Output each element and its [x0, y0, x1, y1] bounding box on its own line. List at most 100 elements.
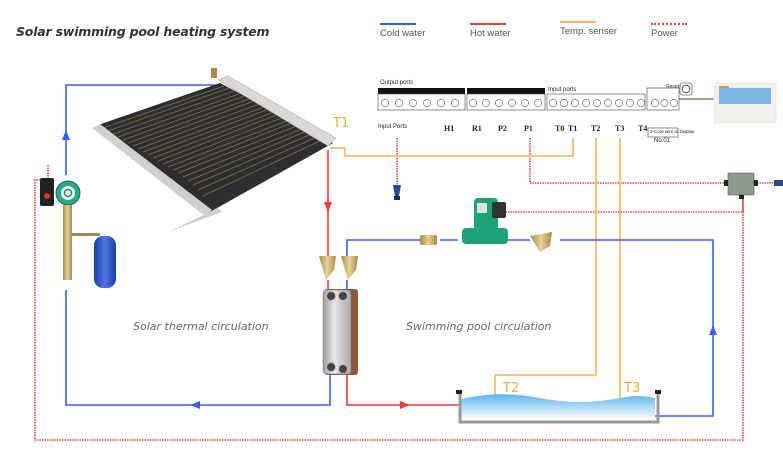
terminal-screw-icon — [437, 99, 445, 107]
sensor-label-t1: T1 — [333, 116, 350, 131]
pool-basin — [458, 393, 660, 424]
legend-label: Hot water — [470, 28, 511, 39]
input-group-t2: T2 — [591, 124, 601, 133]
terminal-screw-icon — [560, 99, 568, 107]
terminal-screw-icon — [660, 99, 669, 107]
arrow-left-icon — [190, 401, 200, 409]
legend-swatch-power — [651, 23, 687, 25]
collector-frame — [92, 124, 212, 216]
power-plug-icon — [393, 185, 401, 200]
cold-line-return — [65, 290, 331, 406]
collector-tube-lines — [102, 85, 325, 197]
output-group-p1: P1 — [524, 124, 533, 133]
input-group-t1: T1 — [568, 124, 578, 133]
controller-terminal-block — [377, 82, 714, 138]
output-group-h1: H1 — [444, 124, 455, 133]
cold-line-hx-out — [346, 239, 425, 256]
sensor-line-t2 — [494, 138, 597, 402]
controller-display — [713, 82, 777, 124]
legend-item-temp-sensor: Temp. senser — [560, 21, 618, 37]
valve-manifold — [63, 205, 72, 280]
terminal-screw-icon — [604, 99, 612, 107]
terminal-screw-icon — [451, 99, 459, 107]
sensor-label-t2: T2 — [503, 381, 520, 396]
display-wire-label: 3-Core wire to Display — [650, 129, 695, 134]
arrow-up-icon — [709, 325, 717, 335]
legend-item-cold-water: Cold water — [380, 23, 426, 39]
terminal-screw-icon — [395, 99, 403, 107]
expansion-tank-icon — [94, 236, 116, 288]
terminal-screw-icon — [593, 99, 601, 107]
pump-controller-box — [40, 178, 54, 206]
air-vent-icon — [211, 68, 217, 78]
output-ports-label: Output ports — [380, 80, 414, 86]
terminal-screw-icon — [651, 99, 659, 107]
hot-arrows — [324, 202, 410, 409]
collector-header — [217, 75, 337, 147]
caption-pool-circulation: Swimming pool circulation — [406, 320, 552, 333]
power-lines — [34, 138, 775, 441]
input-group-t0: T0 — [555, 124, 565, 133]
terminal-screw-icon — [582, 99, 590, 107]
sensor-label-t3: T3 — [624, 381, 641, 396]
y-strainer-icon — [341, 256, 358, 280]
cold-arrows — [62, 130, 717, 409]
power-line-outer — [34, 179, 744, 441]
terminal-screw-icon — [549, 99, 557, 107]
power-line-p1 — [529, 138, 727, 184]
terminal-screw-icon — [626, 99, 634, 107]
arrow-down-icon — [324, 202, 332, 212]
solar-collector — [92, 68, 337, 235]
legend-label: Power — [651, 28, 678, 39]
cold-line-to-collector — [65, 84, 215, 175]
pool-water — [461, 394, 655, 420]
input-ports-label: Input ports — [548, 87, 577, 93]
input-power-label: Input Ports — [378, 124, 408, 130]
sensor-line-t1 — [330, 138, 574, 157]
junction-box — [724, 172, 783, 199]
y-strainer-icon — [319, 256, 336, 280]
arrow-up-icon — [62, 130, 70, 140]
display-number-label: No:01 — [654, 138, 671, 144]
sensor-lines — [330, 138, 621, 402]
legend-item-power: Power — [651, 23, 687, 39]
hot-line-to-pool — [346, 375, 465, 406]
terminal-screw-icon — [534, 99, 542, 107]
terminal-screw-icon — [495, 99, 503, 107]
terminal-screw-icon — [469, 99, 477, 107]
output-group-p2: P2 — [498, 124, 507, 133]
terminal-screw-icon — [670, 99, 678, 107]
diagram-title: Solar swimming pool heating system — [16, 24, 270, 39]
terminal-screw-icon — [615, 99, 623, 107]
reset-label: Reset — [666, 84, 680, 90]
legend-swatch-cold — [380, 23, 416, 25]
terminal-screw-icon — [571, 99, 579, 107]
input-group-t4: T4 — [638, 124, 648, 133]
terminal-screw-icon — [508, 99, 516, 107]
solar-pump-station — [40, 178, 116, 288]
collector-tubes — [98, 83, 333, 212]
legend-item-hot-water: Hot water — [470, 23, 511, 39]
caption-solar-circulation: Solar thermal circulation — [133, 320, 269, 333]
output-group-r1: R1 — [472, 124, 482, 133]
legend-label: Cold water — [380, 28, 426, 39]
terminal-screw-icon — [482, 99, 490, 107]
legend-label: Temp. senser — [560, 26, 618, 37]
power-line-pool-pump — [503, 197, 744, 213]
terminal-screw-icon — [637, 99, 645, 107]
plate-heat-exchanger-icon — [322, 289, 358, 375]
legend-swatch-sensor — [560, 21, 596, 23]
pool-pump-icon — [462, 198, 508, 244]
input-group-t3: T3 — [615, 124, 625, 133]
terminal-screws — [381, 99, 678, 107]
check-valve-icon — [420, 235, 437, 245]
swimming-pool — [456, 390, 661, 424]
y-strainer-icon — [530, 232, 552, 252]
terminal-screw-icon — [521, 99, 529, 107]
arrow-right-icon — [400, 401, 410, 409]
terminal-screw-icon — [409, 99, 417, 107]
pump-switch-icon — [44, 193, 50, 199]
terminal-screw-icon — [381, 99, 389, 107]
